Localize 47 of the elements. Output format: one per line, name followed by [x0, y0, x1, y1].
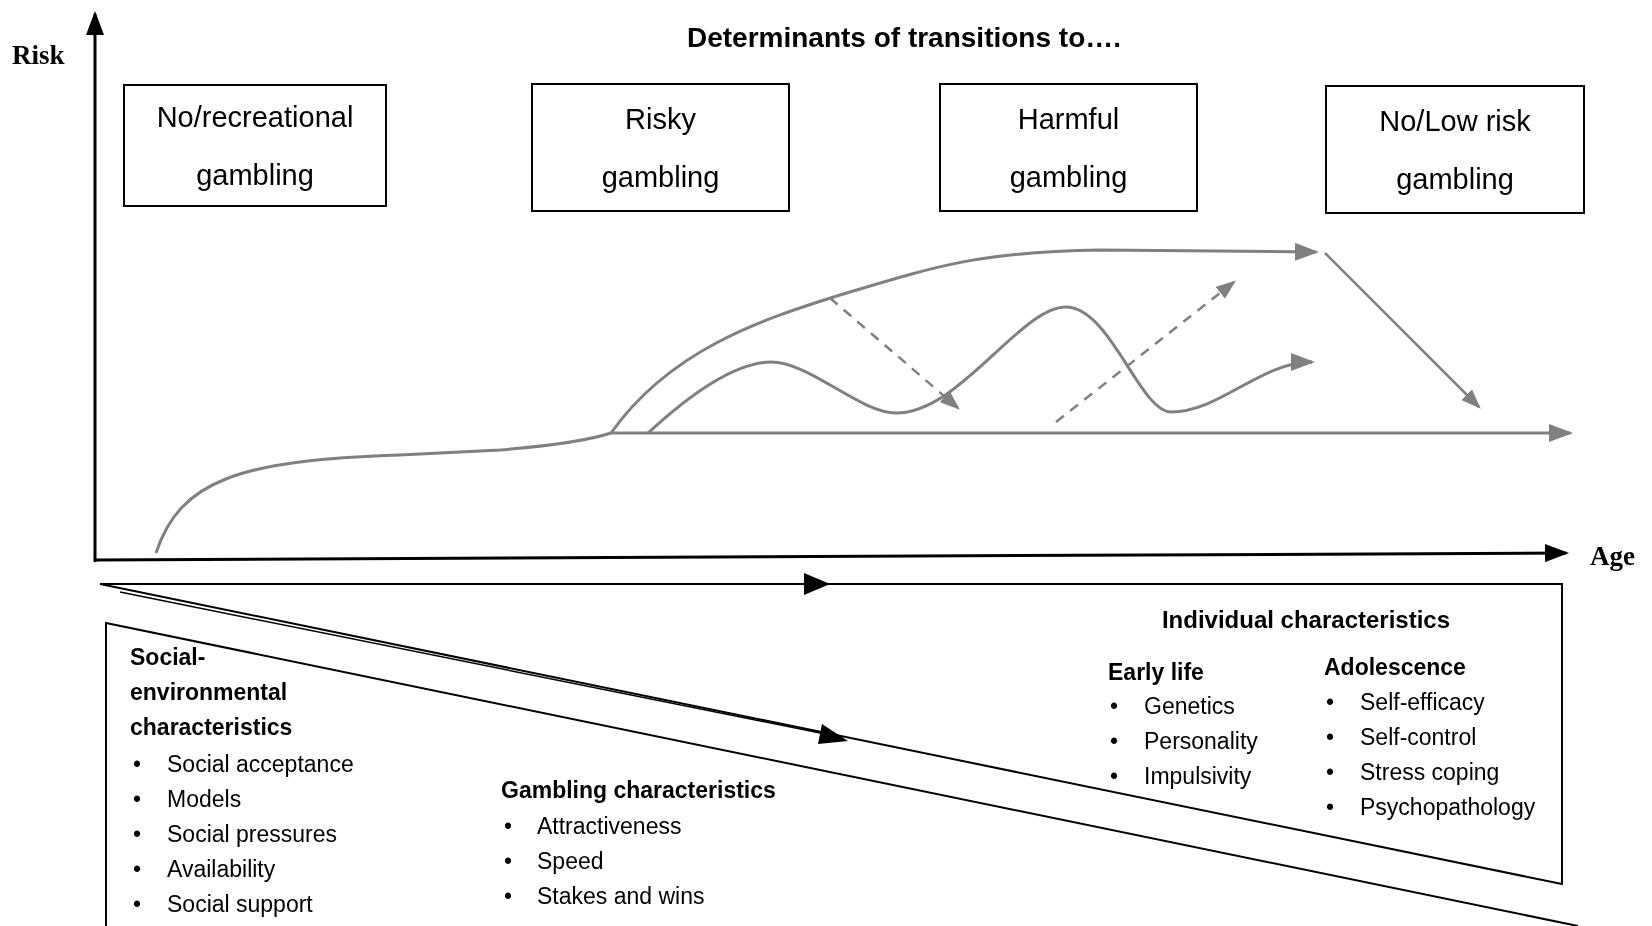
stage-box — [939, 83, 1198, 212]
bullet-point: • — [1326, 758, 1335, 787]
bullet-point: • — [1110, 727, 1119, 756]
list-item: Availability — [167, 855, 276, 884]
list-item: Impulsivity — [1144, 762, 1252, 791]
list-item: Stakes and wins — [537, 882, 705, 911]
list-item: Social support — [167, 890, 313, 919]
bullet-point: • — [504, 847, 513, 876]
list-item: Self-efficacy — [1360, 688, 1485, 717]
bullet-point: • — [504, 882, 513, 911]
bullet-point: • — [1326, 723, 1335, 752]
list-item: Models — [167, 785, 242, 814]
bullet-point: • — [133, 750, 142, 779]
section-heading: Individual characteristics — [1160, 605, 1452, 635]
list-item: Self-control — [1360, 723, 1477, 752]
bullet-point: • — [1110, 692, 1119, 721]
bullet-point: • — [1326, 688, 1335, 717]
section-heading: Social-environmental characteristics — [130, 643, 294, 742]
list-item: Genetics — [1144, 692, 1235, 721]
bullet-point: • — [1326, 793, 1335, 822]
stage-label: Risky gambling — [600, 101, 721, 195]
stage-box — [1325, 85, 1585, 214]
diagram-title: Determinants of transitions to…. — [685, 21, 1122, 55]
section-heading: Early life — [1108, 658, 1204, 687]
section-heading: Adolescence — [1324, 653, 1466, 682]
bullet-point: • — [133, 855, 142, 884]
stage-box — [123, 84, 387, 207]
stage-label: No/Low risk gambling — [1378, 103, 1532, 197]
axis-label: Risk — [12, 39, 65, 71]
bullet-point: • — [133, 785, 142, 814]
list-item: Stress coping — [1360, 758, 1500, 787]
list-item: Psychopathology — [1360, 793, 1536, 822]
list-item: Social acceptance — [167, 750, 354, 779]
bullet-point: • — [133, 820, 142, 849]
list-item: Speed — [537, 847, 604, 876]
list-item: Social pressures — [167, 820, 338, 849]
bullet-point: • — [1110, 762, 1119, 791]
list-item: Attractiveness — [537, 812, 682, 841]
bullet-point: • — [133, 890, 142, 919]
bullet-point: • — [504, 812, 513, 841]
list-item: Personality — [1144, 727, 1258, 756]
stage-box — [531, 83, 790, 212]
individual-characteristics-panel — [100, 584, 1563, 885]
axis-label: Age — [1590, 540, 1635, 572]
stage-label: Harmful gambling — [1008, 101, 1129, 195]
section-heading: Gambling characteristics — [501, 776, 776, 805]
stage-label: No/recreational gambling — [155, 99, 355, 193]
